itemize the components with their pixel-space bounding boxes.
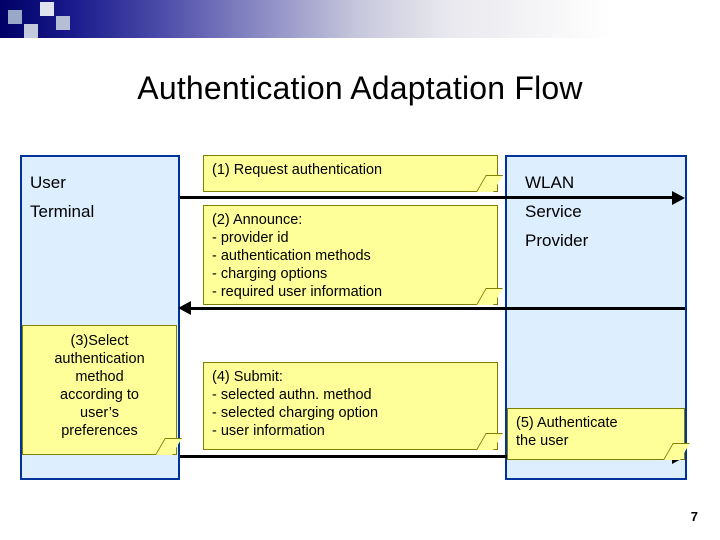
slide-number: 7	[690, 509, 698, 524]
note-request-authentication: (1) Request authentication	[203, 155, 498, 192]
note-announce: (2) Announce: - provider id - authentica…	[203, 205, 498, 305]
arrow-1-head-icon	[672, 191, 685, 205]
lane-label-wlan-service-provider: WLAN Service Provider	[525, 173, 589, 250]
banner-gradient	[0, 0, 720, 38]
note-select-authentication-method: (3)Select authentication method accordin…	[22, 325, 177, 455]
note-submit: (4) Submit: - selected authn. method - s…	[203, 362, 498, 450]
banner-square-3	[40, 2, 54, 16]
arrow-2-head-icon	[178, 301, 191, 315]
decorative-top-banner	[0, 0, 720, 38]
note-authenticate-the-user: (5) Authenticate the user	[507, 408, 685, 460]
arrow-2-line	[190, 307, 685, 310]
banner-square-1	[8, 10, 22, 24]
arrow-1-line	[180, 196, 675, 199]
lane-label-user-terminal: User Terminal	[30, 173, 95, 221]
banner-square-2	[24, 24, 38, 38]
banner-square-4	[56, 16, 70, 30]
arrow-3-line	[180, 455, 675, 458]
page-title: Authentication Adaptation Flow	[137, 70, 583, 106]
